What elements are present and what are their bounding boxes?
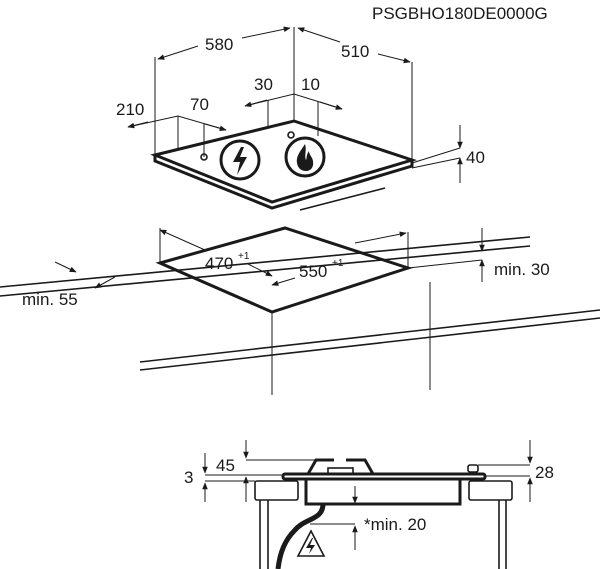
rear-offset-right: 10 bbox=[301, 75, 320, 94]
cutout-width-tolerance: +1 bbox=[238, 251, 250, 262]
left-height: 3 bbox=[184, 468, 193, 487]
countertop-cutout: 470 +1 550 +1 min. 55 min. 30 bbox=[0, 226, 600, 395]
front-left-depth: 70 bbox=[190, 95, 209, 114]
height-label: 40 bbox=[466, 148, 485, 167]
hob-edge bbox=[153, 155, 414, 210]
front-left-offset: 210 bbox=[116, 100, 144, 119]
cutout-depth: 550 bbox=[299, 262, 327, 281]
left-burner-height: 45 bbox=[216, 456, 235, 475]
model-code: PSGBHO180DE0000G bbox=[372, 4, 548, 23]
hob-outline bbox=[150, 119, 417, 204]
cutout-width: 470 bbox=[205, 254, 233, 273]
hob-top-view: 580 510 30 10 210 70 40 bbox=[116, 26, 485, 211]
side-distance: min. 30 bbox=[494, 260, 550, 279]
electrical-hazard-icon bbox=[296, 529, 326, 557]
right-height: 28 bbox=[535, 463, 554, 482]
width-label: 580 bbox=[205, 35, 233, 54]
depth-label: 510 bbox=[341, 42, 369, 61]
cutout-depth-tolerance: +1 bbox=[332, 258, 344, 269]
section-view: 3 45 28 *min. 20 bbox=[184, 440, 554, 569]
front-distance: min. 55 bbox=[22, 290, 78, 309]
clearance-label: *min. 20 bbox=[364, 515, 426, 534]
gas-flame-icon bbox=[284, 136, 326, 178]
electric-lightning-icon bbox=[219, 139, 261, 181]
rear-offset-left: 30 bbox=[254, 75, 273, 94]
